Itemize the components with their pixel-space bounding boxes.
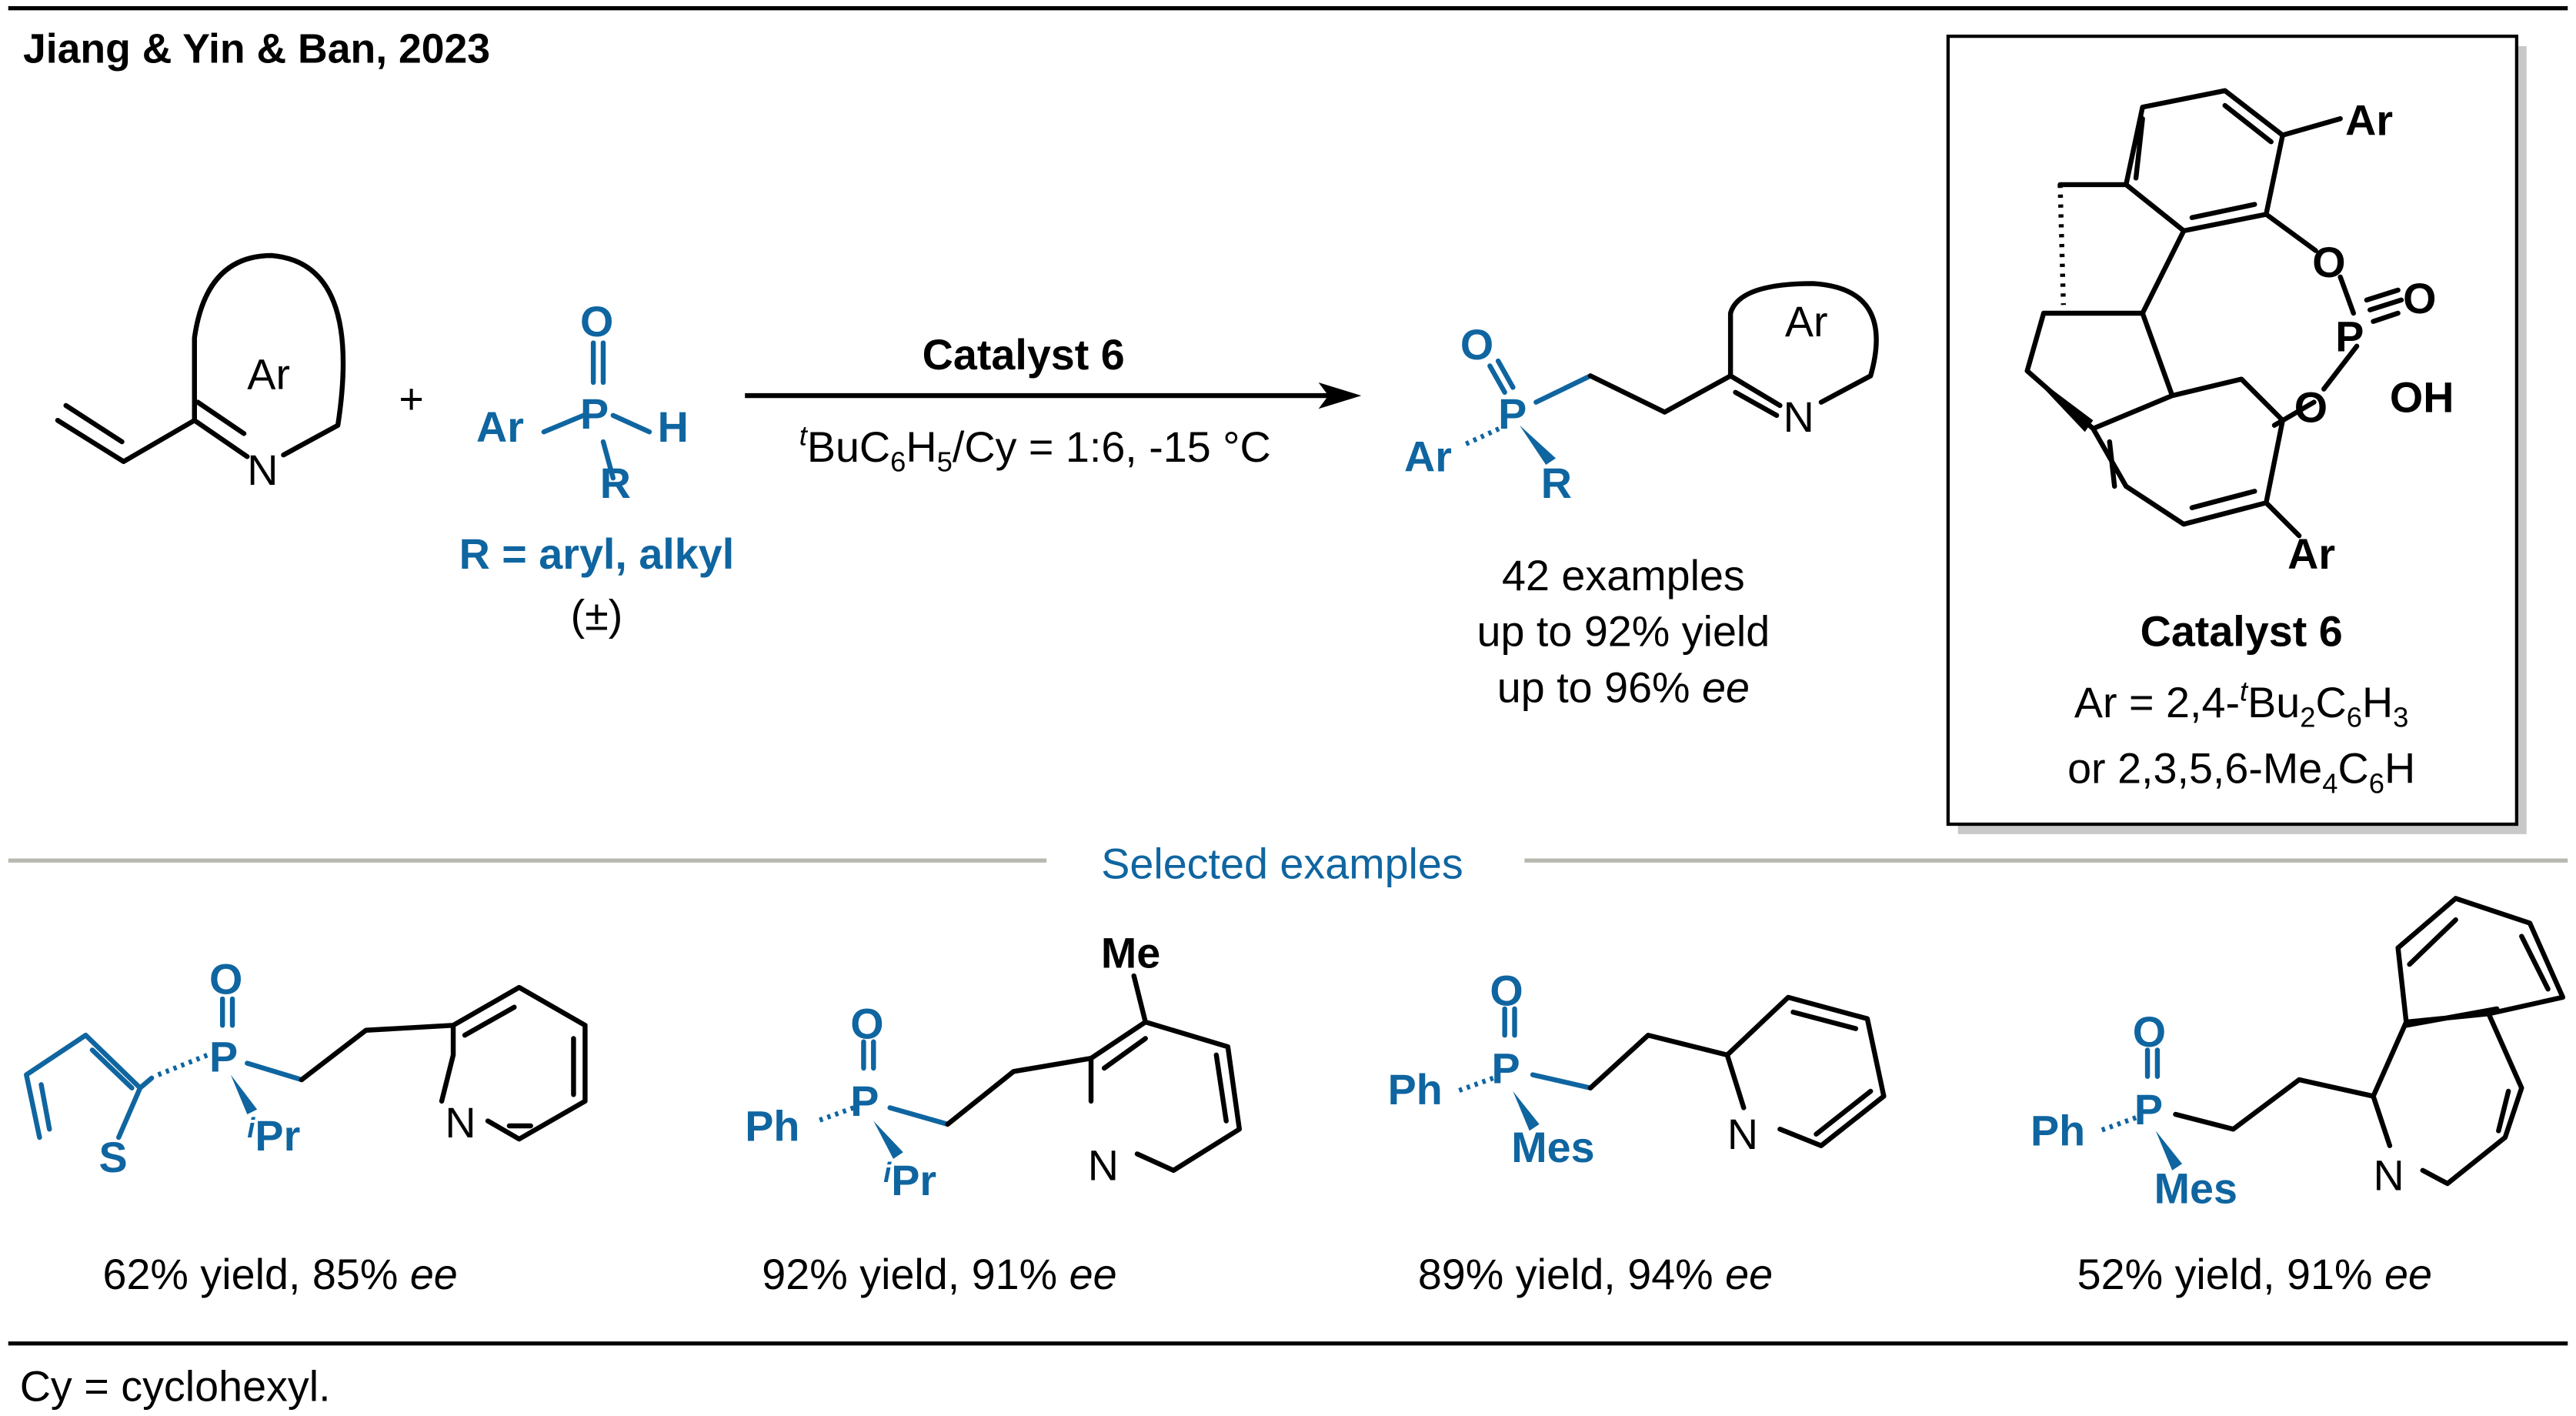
nitrogen-label: N <box>1088 1142 1119 1190</box>
phosphine-oxide-reactant: O P Ar H R <box>476 298 689 507</box>
aryl-label: Ar <box>2287 530 2335 578</box>
phosphorus-label: P <box>1498 390 1527 438</box>
nitrogen-label: N <box>445 1099 475 1147</box>
oxygen-label: O <box>580 298 613 346</box>
example-2-result: 92% yield, 91% ee <box>762 1251 1116 1298</box>
max-yield: up to 92% yield <box>1477 608 1770 656</box>
example-3-result: 89% yield, 94% ee <box>1418 1251 1773 1298</box>
hydroxyl-label: OH <box>2390 374 2454 422</box>
phosphorus-label: P <box>2335 312 2364 360</box>
aryl-definition-2: or 2,3,5,6-Me4C6H <box>2067 744 2415 799</box>
plus-sign: + <box>399 376 424 423</box>
reaction-arrow <box>745 382 1362 409</box>
example-1: S O P iPr N 62% yield, 85% ee <box>24 956 588 1298</box>
example-3: O P Ph Mes N 89% yield, 94% ee <box>1388 967 1887 1298</box>
example-4: O P Ph Mes N 52% yield, 91% ee <box>2030 896 2566 1298</box>
oxygen-label: O <box>2133 1008 2166 1056</box>
oxygen-label: O <box>2294 383 2327 431</box>
phosphorus-label: P <box>1492 1044 1520 1092</box>
oxygen-label: O <box>1490 967 1523 1015</box>
hydrogen-label: H <box>658 403 689 451</box>
oxygen-label: O <box>209 956 242 1004</box>
phosphorus-label: P <box>2134 1086 2163 1134</box>
nitrogen-label: N <box>247 446 278 494</box>
isopropyl-label: iPr <box>247 1112 300 1160</box>
ring-label: Ar <box>1785 298 1828 346</box>
example-2: Me O P Ph iPr N 92% yield, 91% ee <box>745 929 1243 1298</box>
max-ee: up to 96% ee <box>1497 664 1750 712</box>
phenyl-label: Ph <box>1388 1066 1443 1114</box>
ring-label: Ar <box>247 351 290 399</box>
isopropyl-label: iPr <box>883 1157 936 1204</box>
catalyst-box: Ar O O P O OH Ar Catalyst 6 Ar = 2,4-tBu… <box>1946 34 2527 834</box>
examples-count: 42 examples <box>1502 552 1745 599</box>
phenyl-label: Ph <box>745 1102 799 1150</box>
product-structure: O P Ar R Ar N <box>1404 281 1879 507</box>
aryl-label: Ar <box>2345 97 2393 145</box>
r-group-label: R <box>600 459 631 507</box>
phosphorus-label: P <box>850 1077 879 1125</box>
nitrogen-label: N <box>1784 393 1814 441</box>
catalyst-label: Catalyst 6 <box>923 331 1125 379</box>
r-definition: R = aryl, alkyl <box>459 530 735 578</box>
nitrogen-label: N <box>1727 1110 1758 1158</box>
conditions-text: tBuC6H5/Cy = 1:6, -15 °C <box>799 419 1271 477</box>
example-4-result: 52% yield, 91% ee <box>2077 1251 2432 1298</box>
aryl-definition-1: Ar = 2,4-tBu2C6H3 <box>2074 675 2409 733</box>
phosphorus-label: P <box>580 390 609 438</box>
footnote: Cy = cyclohexyl. <box>20 1363 331 1411</box>
mesityl-label: Mes <box>1511 1124 1594 1171</box>
methyl-label: Me <box>1101 929 1160 977</box>
example-1-result: 62% yield, 85% ee <box>103 1251 458 1298</box>
citation: Jiang & Yin & Ban, 2023 <box>23 26 490 72</box>
aryl-label: Ar <box>476 403 524 451</box>
oxygen-label: O <box>850 1000 883 1047</box>
nitrogen-label: N <box>2374 1152 2404 1200</box>
mesityl-label: Mes <box>2154 1165 2237 1213</box>
racemic-label: (±) <box>571 591 623 639</box>
catalyst-title: Catalyst 6 <box>2141 608 2343 656</box>
oxygen-label: O <box>2403 275 2436 322</box>
aryl-label: Ar <box>1404 433 1452 481</box>
sulfur-label: S <box>99 1134 128 1181</box>
oxygen-label: O <box>2312 239 2345 286</box>
phosphorus-label: P <box>209 1033 238 1080</box>
r-group-label: R <box>1541 459 1572 507</box>
phenyl-label: Ph <box>2030 1107 2085 1155</box>
oxygen-label: O <box>1460 321 1493 369</box>
arrowhead-icon <box>1318 382 1362 409</box>
selected-examples-title: Selected examples <box>1101 840 1463 888</box>
vinyl-azaarene-substrate: Ar N <box>55 252 346 494</box>
